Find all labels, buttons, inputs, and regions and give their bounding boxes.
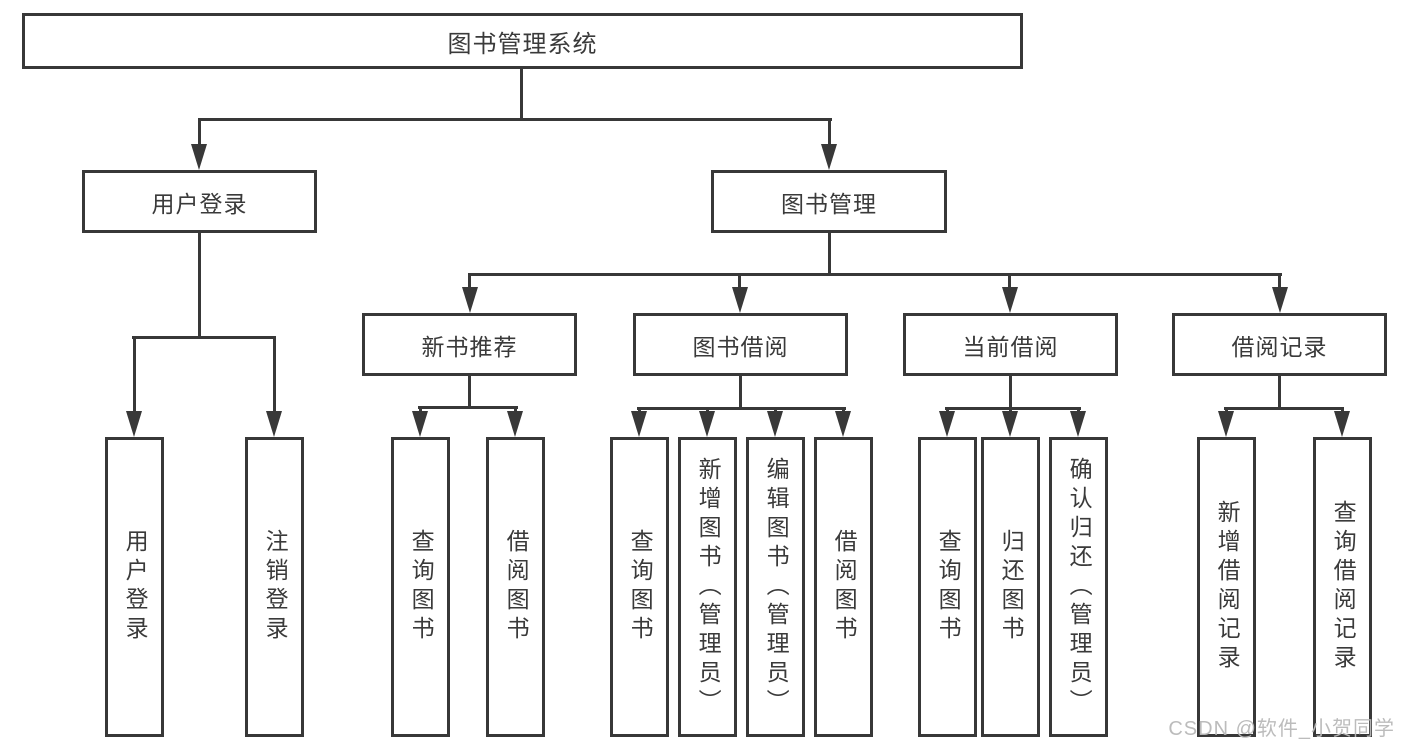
node-label: 归还图书 — [998, 529, 1025, 645]
node-label: 查询图书 — [627, 529, 654, 645]
node-library-management-system: 图书管理系统 — [22, 13, 1023, 69]
leaf-query-books-recommend: 查询图书 — [391, 437, 450, 737]
node-label: 当前借阅 — [962, 333, 1059, 360]
arrow-down-icon — [507, 411, 523, 437]
arrow-down-icon — [462, 287, 478, 313]
connector-line — [1224, 407, 1344, 410]
connector-line — [419, 406, 422, 415]
leaf-logout: 注销登录 — [245, 437, 304, 737]
arrow-down-icon — [732, 287, 748, 313]
arrow-down-icon — [412, 411, 428, 437]
node-label: 新增借阅记录 — [1214, 500, 1241, 674]
node-current-borrowing: 当前借阅 — [903, 313, 1118, 376]
connector-line — [198, 118, 201, 146]
leaf-query-books-borrowing: 查询图书 — [610, 437, 669, 737]
node-label: 编辑图书（管理员） — [763, 456, 790, 718]
arrow-down-icon — [1272, 287, 1288, 313]
arrow-down-icon — [767, 411, 783, 437]
leaf-borrow-books-recommend: 借阅图书 — [486, 437, 545, 737]
node-label: 借阅记录 — [1231, 333, 1328, 360]
leaf-return-books: 归还图书 — [981, 437, 1040, 737]
leaf-add-borrow-record: 新增借阅记录 — [1197, 437, 1256, 737]
arrow-down-icon — [821, 144, 837, 170]
leaf-add-books-admin: 新增图书（管理员） — [678, 437, 737, 737]
connector-line — [468, 273, 471, 289]
node-label: 查询图书 — [935, 529, 962, 645]
node-new-book-recommendation: 新书推荐 — [362, 313, 577, 376]
arrow-down-icon — [939, 411, 955, 437]
node-label: 图书借阅 — [692, 333, 789, 360]
node-label: 注销登录 — [262, 529, 289, 645]
connector-line — [1009, 376, 1012, 408]
connector-line — [828, 118, 831, 146]
node-label: 图书管理 — [781, 190, 877, 217]
arrow-down-icon — [266, 411, 282, 437]
csdn-watermark: CSDN @软件_小贺同学 — [1168, 718, 1395, 740]
leaf-edit-books-admin: 编辑图书（管理员） — [746, 437, 805, 737]
connector-line — [637, 407, 846, 410]
node-book-management: 图书管理 — [711, 170, 947, 233]
connector-line — [198, 118, 832, 121]
connector-line — [1278, 376, 1281, 408]
node-label: 新增图书（管理员） — [695, 456, 722, 718]
connector-line — [468, 376, 471, 407]
connector-line — [520, 69, 523, 118]
connector-line — [739, 376, 742, 408]
node-label: 借阅图书 — [503, 529, 530, 645]
arrow-down-icon — [126, 411, 142, 437]
arrow-down-icon — [699, 411, 715, 437]
node-label: 用户登录 — [151, 190, 248, 217]
node-label: 确认归还（管理员） — [1066, 456, 1093, 718]
leaf-confirm-return-admin: 确认归还（管理员） — [1049, 437, 1108, 737]
connector-line — [273, 336, 276, 413]
connector-line — [514, 406, 517, 415]
arrow-down-icon — [191, 144, 207, 170]
connector-line — [132, 336, 276, 339]
arrow-down-icon — [835, 411, 851, 437]
node-book-borrowing: 图书借阅 — [633, 313, 848, 376]
connector-line — [1008, 273, 1011, 289]
connector-line — [1278, 273, 1281, 289]
leaf-borrow-books: 借阅图书 — [814, 437, 873, 737]
connector-line — [945, 407, 1081, 410]
connector-line — [828, 233, 831, 275]
node-label: 查询图书 — [408, 529, 435, 645]
node-label: 借阅图书 — [831, 529, 858, 645]
node-label: 图书管理系统 — [447, 30, 598, 58]
arrow-down-icon — [1002, 287, 1018, 313]
arrow-down-icon — [1218, 411, 1234, 437]
leaf-user-login: 用户登录 — [105, 437, 164, 737]
node-label: 新书推荐 — [421, 333, 518, 360]
connector-line — [133, 336, 136, 413]
arrow-down-icon — [1070, 411, 1086, 437]
connector-line — [468, 273, 1282, 276]
node-user-login: 用户登录 — [82, 170, 317, 233]
connector-line — [738, 273, 741, 289]
connector-line — [198, 233, 201, 336]
arrow-down-icon — [631, 411, 647, 437]
leaf-query-borrow-record: 查询借阅记录 — [1313, 437, 1372, 737]
arrow-down-icon — [1002, 411, 1018, 437]
node-label: 查询借阅记录 — [1330, 500, 1357, 674]
arrow-down-icon — [1334, 411, 1350, 437]
node-borrowing-records: 借阅记录 — [1172, 313, 1387, 376]
leaf-query-books-current: 查询图书 — [918, 437, 977, 737]
connector-line — [418, 406, 518, 409]
node-label: 用户登录 — [122, 529, 149, 645]
